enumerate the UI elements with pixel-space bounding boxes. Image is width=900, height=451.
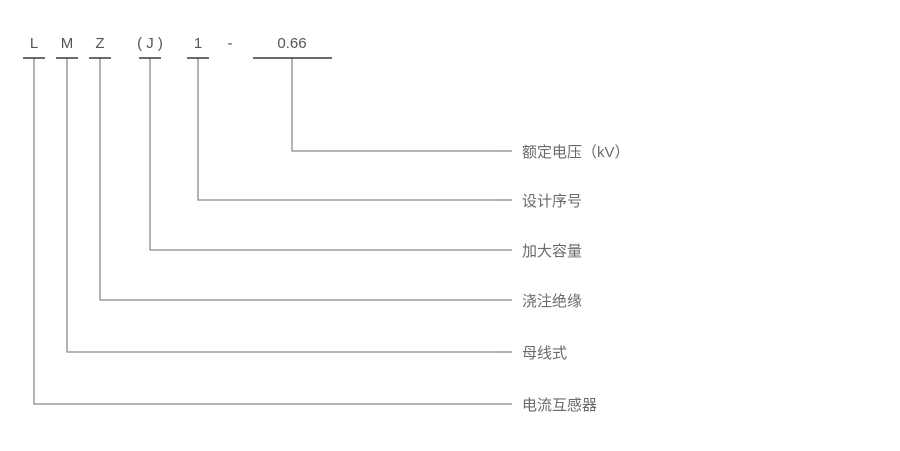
leader-line-increased-capacity [149, 57, 499, 251]
leader-line-design-serial-number [197, 57, 499, 201]
code-char-current-transformer: L [30, 35, 38, 52]
description-label-design-serial-number: 设计序号 [522, 193, 582, 210]
code-char-design-serial-number: 1 [194, 35, 202, 52]
leader-line-cast-insulation [99, 57, 499, 301]
code-character-group: 0.66 1 ( J ) Z M L - [30, 35, 307, 52]
description-label-rated-voltage: 额定电压（kV） [522, 144, 630, 161]
leader-line-busbar-type [66, 57, 499, 353]
description-label-increased-capacity: 加大容量 [522, 243, 582, 260]
description-label-cast-insulation: 浇注绝缘 [522, 293, 582, 310]
leader-line-group [33, 57, 512, 405]
code-char-increased-capacity: ( J ) [137, 35, 163, 52]
leader-line-rated-voltage [291, 57, 499, 152]
code-char-cast-insulation: Z [95, 35, 104, 52]
description-label-busbar-type: 母线式 [522, 345, 567, 362]
code-char-busbar-type: M [61, 35, 74, 52]
description-label-current-transformer: 电流互感器 [522, 397, 597, 414]
code-char-hyphen: - [228, 35, 233, 52]
leader-line-current-transformer [33, 57, 499, 405]
code-char-rated-voltage: 0.66 [277, 35, 306, 52]
